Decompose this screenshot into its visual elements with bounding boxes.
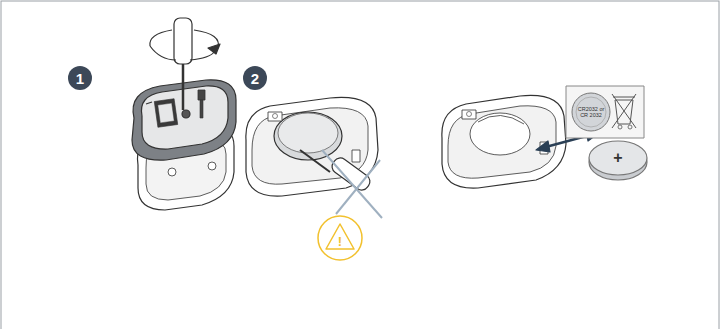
polarity-mark: + [604,148,632,168]
step-number: 2 [251,71,259,86]
battery-type-label: CR2032 or CR 2032 [575,99,607,125]
pry-warning-illustration [246,97,382,260]
battery-swap-illustration [442,86,647,188]
remote-opening-illustration [132,18,236,210]
step-number: 1 [76,71,84,86]
step-number-badge: 2 [243,66,267,90]
warning-mark: ! [330,232,350,250]
step-number-badge: 1 [68,66,92,90]
